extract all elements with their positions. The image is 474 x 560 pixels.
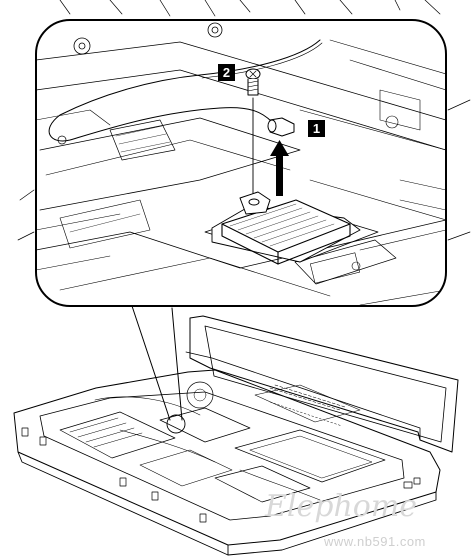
watermark-url: www.nb591.com	[323, 534, 426, 549]
detail-locator	[166, 414, 186, 434]
hdd-bay	[214, 465, 311, 503]
lift-arrow-icon	[270, 140, 289, 196]
fan	[186, 381, 214, 409]
base-bottom-edge	[17, 451, 437, 556]
side-ports	[21, 427, 421, 523]
lid-hinge-line	[185, 351, 421, 441]
antenna-connector	[269, 117, 295, 137]
wireless-card	[211, 191, 361, 265]
callout-2: 2	[218, 64, 235, 81]
battery-bay	[234, 429, 386, 483]
cpu-area	[159, 407, 251, 443]
detail-background-linework	[17, 0, 471, 241]
zoom-leader-right	[171, 307, 183, 421]
ribbon-connector	[109, 119, 176, 161]
callout-1-label: 1	[313, 121, 320, 136]
callout-1: 1	[308, 120, 325, 137]
callout-2-label: 2	[223, 65, 230, 80]
screw-icon	[245, 68, 261, 96]
zoom-leader-left	[131, 305, 171, 421]
memory-slot	[59, 411, 176, 459]
keyboard-bay	[39, 391, 405, 521]
laptop-overview	[13, 315, 459, 556]
detail-panel	[35, 19, 447, 307]
board-frame	[36, 41, 446, 151]
laptop-base	[13, 369, 441, 546]
watermark: Elephome www.nb591.com	[264, 489, 426, 549]
cable-runs	[94, 396, 321, 501]
lid-inner-bezel	[204, 325, 447, 443]
watermark-script: Elephome	[264, 489, 417, 524]
laptop-lid	[189, 315, 459, 453]
detail-panel-content	[36, 22, 446, 306]
